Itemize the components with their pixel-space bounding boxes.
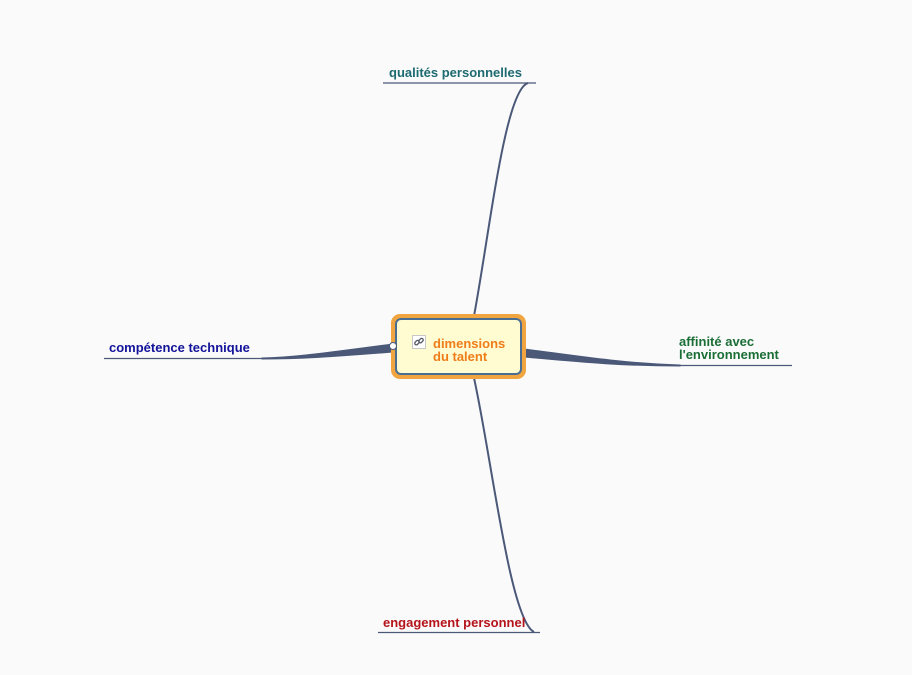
central-topic-inner: dimensions du talent xyxy=(395,318,522,375)
connector-right xyxy=(523,348,681,367)
topic-affinite-line2: l'environnement xyxy=(679,347,779,362)
topic-engagement-personnel[interactable]: engagement personnel xyxy=(383,615,526,630)
connector-top xyxy=(473,82,529,317)
central-title-line1: dimensions xyxy=(433,336,506,351)
central-title-line2: du talent xyxy=(433,349,488,364)
connector-bottom xyxy=(473,377,535,633)
central-topic-node[interactable]: dimensions du talent xyxy=(391,314,526,379)
topic-affinite-line1: affinité avec xyxy=(679,334,755,349)
topic-affinite-environnement[interactable]: affinité avec l'environnement xyxy=(679,335,779,361)
connector-left xyxy=(261,343,394,360)
collapse-toggle-handle[interactable] xyxy=(389,342,397,350)
topic-competence-technique[interactable]: compétence technique xyxy=(109,340,250,355)
topic-qualites-personnelles[interactable]: qualités personnelles xyxy=(389,65,522,80)
central-topic-title: dimensions du talent xyxy=(433,337,505,363)
link-icon[interactable] xyxy=(412,335,426,349)
